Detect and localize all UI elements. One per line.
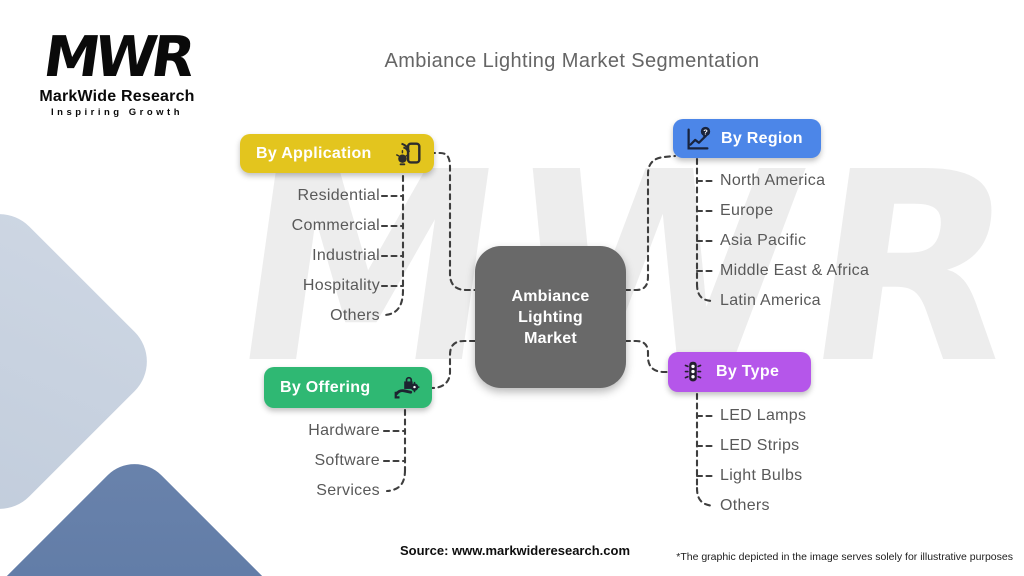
list-item: Software [314,452,380,469]
list-item: Commercial [291,217,380,234]
list-item: Light Bulbs [720,467,803,484]
list-item: Hospitality [302,277,380,294]
logo-acronym: MWR [39,25,195,90]
branch-box-application: By Application [240,134,434,173]
markwide-logo: MWR MarkWide Research Inspiring Growth [32,25,202,118]
list-item: LED Lamps [720,407,807,424]
svg-text:?: ? [703,127,708,136]
center-node-label: Ambiance Lighting Market [511,287,590,347]
logo-name: MarkWide Research [39,88,195,105]
source-text: Source: www.markwideresearch.com [400,543,631,558]
branch-box-offering: By Offering [264,367,432,408]
list-item: Industrial [312,247,380,264]
application-items: Residential Commercial Industrial Hospit… [292,181,380,331]
list-item: Services [316,482,380,499]
branch-label-type: By Type [716,363,780,380]
branch-label-region: By Region [721,129,803,147]
type-items: LED Lamps LED Strips Light Bulbs Others [720,401,806,521]
growth-chart-icon: ? [687,126,711,149]
branch-label-offering: By Offering [280,378,371,396]
led-light-icon [684,361,702,382]
center-node: Ambiance Lighting Market [475,246,626,388]
list-item: Others [720,497,770,514]
smart-lighting-device-icon [396,141,421,165]
branch-box-type: By Type [668,352,811,392]
list-item: Hardware [308,422,380,439]
list-item: Middle East & Africa [720,262,870,279]
list-item: North America [720,172,826,189]
list-item: Residential [297,187,380,204]
branch-box-region: ? By Region [673,119,821,158]
branch-label-application: By Application [256,144,372,162]
list-item: Asia Pacific [720,232,807,249]
region-items: North America Europe Asia Pacific Middle… [720,166,869,316]
list-item: Others [330,307,380,324]
hand-offering-icon [394,376,420,398]
list-item: Latin America [720,292,821,309]
disclaimer-text: *The graphic depicted in the image serve… [676,551,1013,563]
page-title: Ambiance Lighting Market Segmentation [384,50,760,72]
list-item: LED Strips [720,437,800,454]
logo-tagline: Inspiring Growth [51,107,183,118]
offering-items: Hardware Software Services [308,416,380,506]
list-item: Europe [720,202,774,219]
